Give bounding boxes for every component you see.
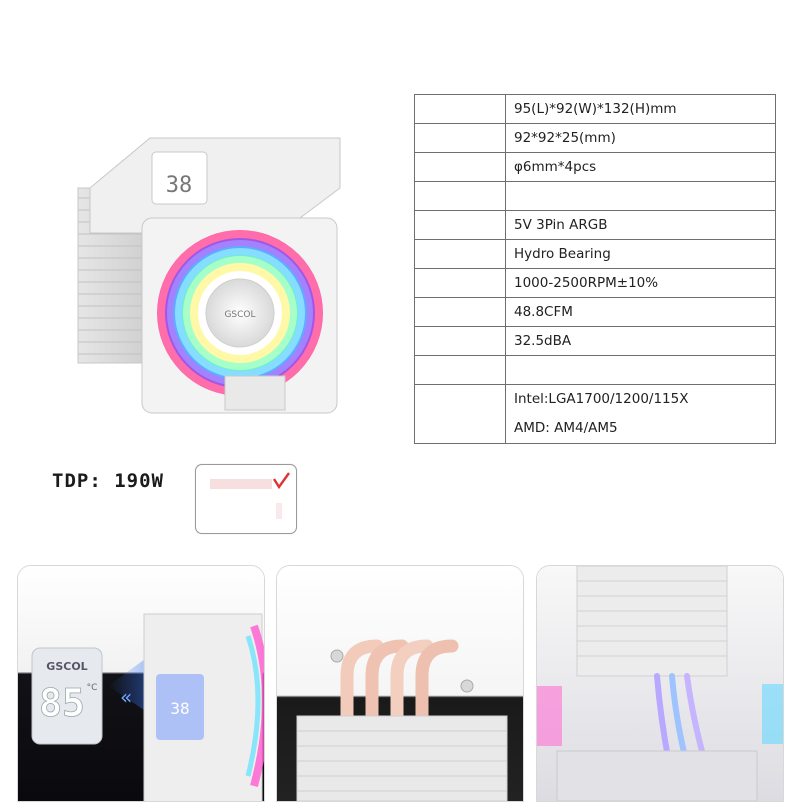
- table-row: 95(L)*92(W)*132(H)mm: [414, 94, 776, 124]
- table-row: 1000-2500RPM±10%: [414, 268, 776, 298]
- mount-bracket: [224, 375, 286, 411]
- spec-label: [414, 355, 506, 385]
- socket-compat-cell: Intel:LGA1700/1200/115X AMD: AM4/AM5: [505, 384, 776, 444]
- spec-value: 95(L)*92(W)*132(H)mm: [505, 94, 776, 124]
- spec-value: 92*92*25(mm): [505, 123, 776, 153]
- screw-icon: [330, 649, 344, 663]
- spec-label: [414, 94, 506, 124]
- heatpipe-closeup: [277, 566, 523, 801]
- chevron-left-icon: «: [120, 685, 132, 709]
- spec-label: [414, 268, 506, 298]
- spec-label: [414, 384, 506, 444]
- table-row: Intel:LGA1700/1200/115X AMD: AM4/AM5: [414, 384, 776, 444]
- table-row: φ6mm*4pcs: [414, 152, 776, 182]
- fin-stack: [296, 715, 508, 801]
- cooler-illustration: 38 GSCOL: [77, 137, 341, 414]
- table-row: 32.5dBA: [414, 326, 776, 356]
- checkmark-icon: [210, 472, 290, 519]
- installed-view: [537, 566, 783, 801]
- mini-display-temp: 38: [170, 699, 189, 718]
- spec-label: [414, 239, 506, 269]
- rgb-fan: GSCOL: [157, 230, 323, 396]
- motherboard: [556, 750, 758, 801]
- photo-panel-installed: [536, 565, 784, 802]
- table-row: Hydro Bearing: [414, 239, 776, 269]
- spec-table: 95(L)*92(W)*132(H)mm 92*92*25(mm) φ6mm*4…: [414, 94, 776, 444]
- photo-panel-heatpipes: [276, 565, 524, 802]
- tdp-label: TDP: 190W: [52, 470, 164, 492]
- spec-label: [414, 152, 506, 182]
- rgb-ram-icon: [762, 684, 783, 744]
- table-row: [414, 355, 776, 385]
- cooler-product-image: 38 GSCOL: [70, 118, 360, 418]
- table-row: 48.8CFM: [414, 297, 776, 327]
- spec-value: 5V 3Pin ARGB: [505, 210, 776, 240]
- cooler-tower: [576, 566, 728, 677]
- spec-value: [505, 355, 776, 385]
- mini-display: [156, 674, 204, 740]
- spec-label: [414, 123, 506, 153]
- display-temp: 85: [39, 681, 85, 725]
- spec-value: [505, 181, 776, 211]
- spec-label: [414, 181, 506, 211]
- display-unit: °C: [87, 683, 98, 693]
- table-row: 5V 3Pin ARGB: [414, 210, 776, 240]
- big-display: [31, 647, 103, 745]
- spec-value: φ6mm*4pcs: [505, 152, 776, 182]
- photo-panel-display: GSCOL 85 °C « 38: [17, 565, 265, 802]
- spec-label: [414, 297, 506, 327]
- table-row: [414, 181, 776, 211]
- display-closeup: GSCOL 85 °C « 38: [18, 566, 264, 801]
- tdp-badge: [195, 464, 297, 534]
- spec-value: 1000-2500RPM±10%: [505, 268, 776, 298]
- rgb-ram-icon: [537, 686, 562, 746]
- spec-label: [414, 210, 506, 240]
- top-cover: 38: [89, 137, 341, 234]
- display-brand: GSCOL: [46, 660, 87, 673]
- table-row: 92*92*25(mm): [414, 123, 776, 153]
- hero-temp-readout: 38: [166, 173, 193, 198]
- fan-hub-logo: GSCOL: [224, 310, 255, 320]
- amd-sockets: AMD: AM4/AM5: [514, 420, 618, 436]
- spec-label: [414, 326, 506, 356]
- spec-value: 48.8CFM: [505, 297, 776, 327]
- screw-icon: [460, 679, 474, 693]
- heatpipes: [340, 639, 459, 801]
- spec-value: Hydro Bearing: [505, 239, 776, 269]
- spec-value: 32.5dBA: [505, 326, 776, 356]
- intel-sockets: Intel:LGA1700/1200/115X: [514, 391, 689, 407]
